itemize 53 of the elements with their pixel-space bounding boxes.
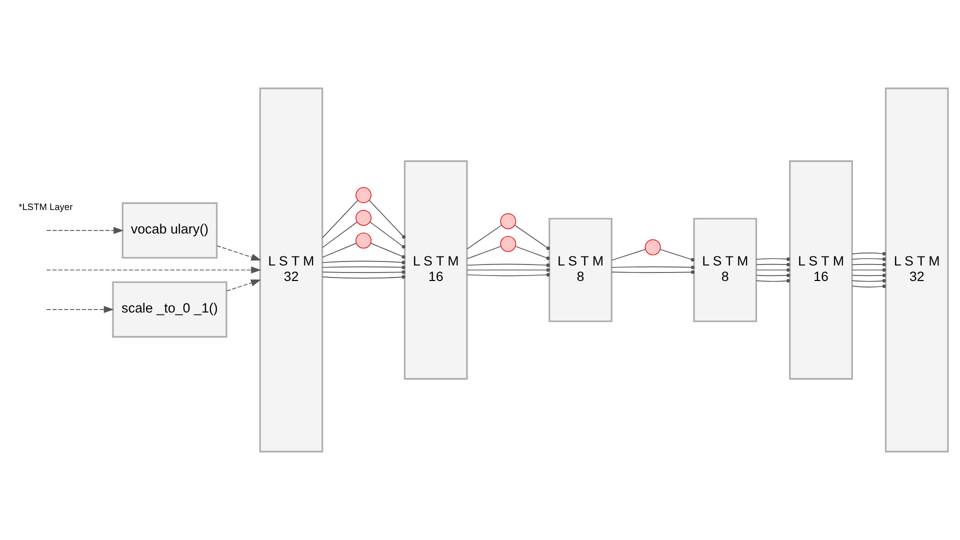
- connector: [852, 279, 886, 283]
- label: *LSTM Layer: [18, 202, 73, 212]
- connector: [756, 274, 790, 278]
- connector: [756, 257, 790, 261]
- node-circle: [356, 232, 372, 249]
- arrow: [216, 245, 262, 261]
- connector: [322, 275, 406, 279]
- connector: [370, 222, 406, 249]
- connector: [611, 266, 694, 270]
- arrow: [226, 279, 262, 292]
- node-box: L S T M 16: [404, 160, 468, 380]
- connector: [368, 200, 406, 239]
- connector: [370, 242, 406, 259]
- connector: [756, 279, 790, 283]
- connector: [852, 262, 886, 266]
- node-box: scale _to_0 _1(): [112, 281, 228, 338]
- connector: [466, 268, 550, 272]
- connector: [611, 248, 646, 261]
- connector: [852, 284, 886, 288]
- connector: [852, 257, 886, 261]
- connector: [852, 268, 886, 272]
- node-circle: [500, 213, 516, 230]
- node-circle: [500, 236, 516, 252]
- node-box: L S T M 16: [789, 160, 853, 380]
- node-circle: [644, 239, 661, 256]
- connector: [515, 246, 550, 260]
- connector: [756, 262, 790, 266]
- connector: [852, 252, 886, 256]
- node-box: L S T M 32: [259, 88, 324, 452]
- connector: [322, 266, 406, 270]
- connector: [322, 200, 358, 238]
- connector: [322, 270, 406, 274]
- connector: [322, 222, 358, 248]
- connector: [466, 224, 502, 250]
- arrow: [46, 306, 114, 314]
- arrow: [46, 266, 262, 274]
- node-circle: [356, 187, 372, 204]
- connector: [660, 248, 694, 262]
- node-box: vocab ulary(): [122, 202, 218, 259]
- connector: [466, 273, 550, 277]
- node-box: L S T M 8: [548, 218, 612, 322]
- connector: [466, 263, 550, 267]
- connector: [466, 246, 502, 260]
- connector: [322, 242, 357, 258]
- connector: [611, 270, 694, 274]
- connector: [756, 268, 790, 272]
- node-circle: [356, 210, 372, 226]
- arrow: [46, 226, 124, 234]
- node-box: L S T M 8: [693, 218, 758, 322]
- connector: [852, 274, 886, 278]
- node-box: L S T M 32: [884, 88, 949, 452]
- connector: [322, 260, 406, 264]
- connector: [514, 224, 550, 250]
